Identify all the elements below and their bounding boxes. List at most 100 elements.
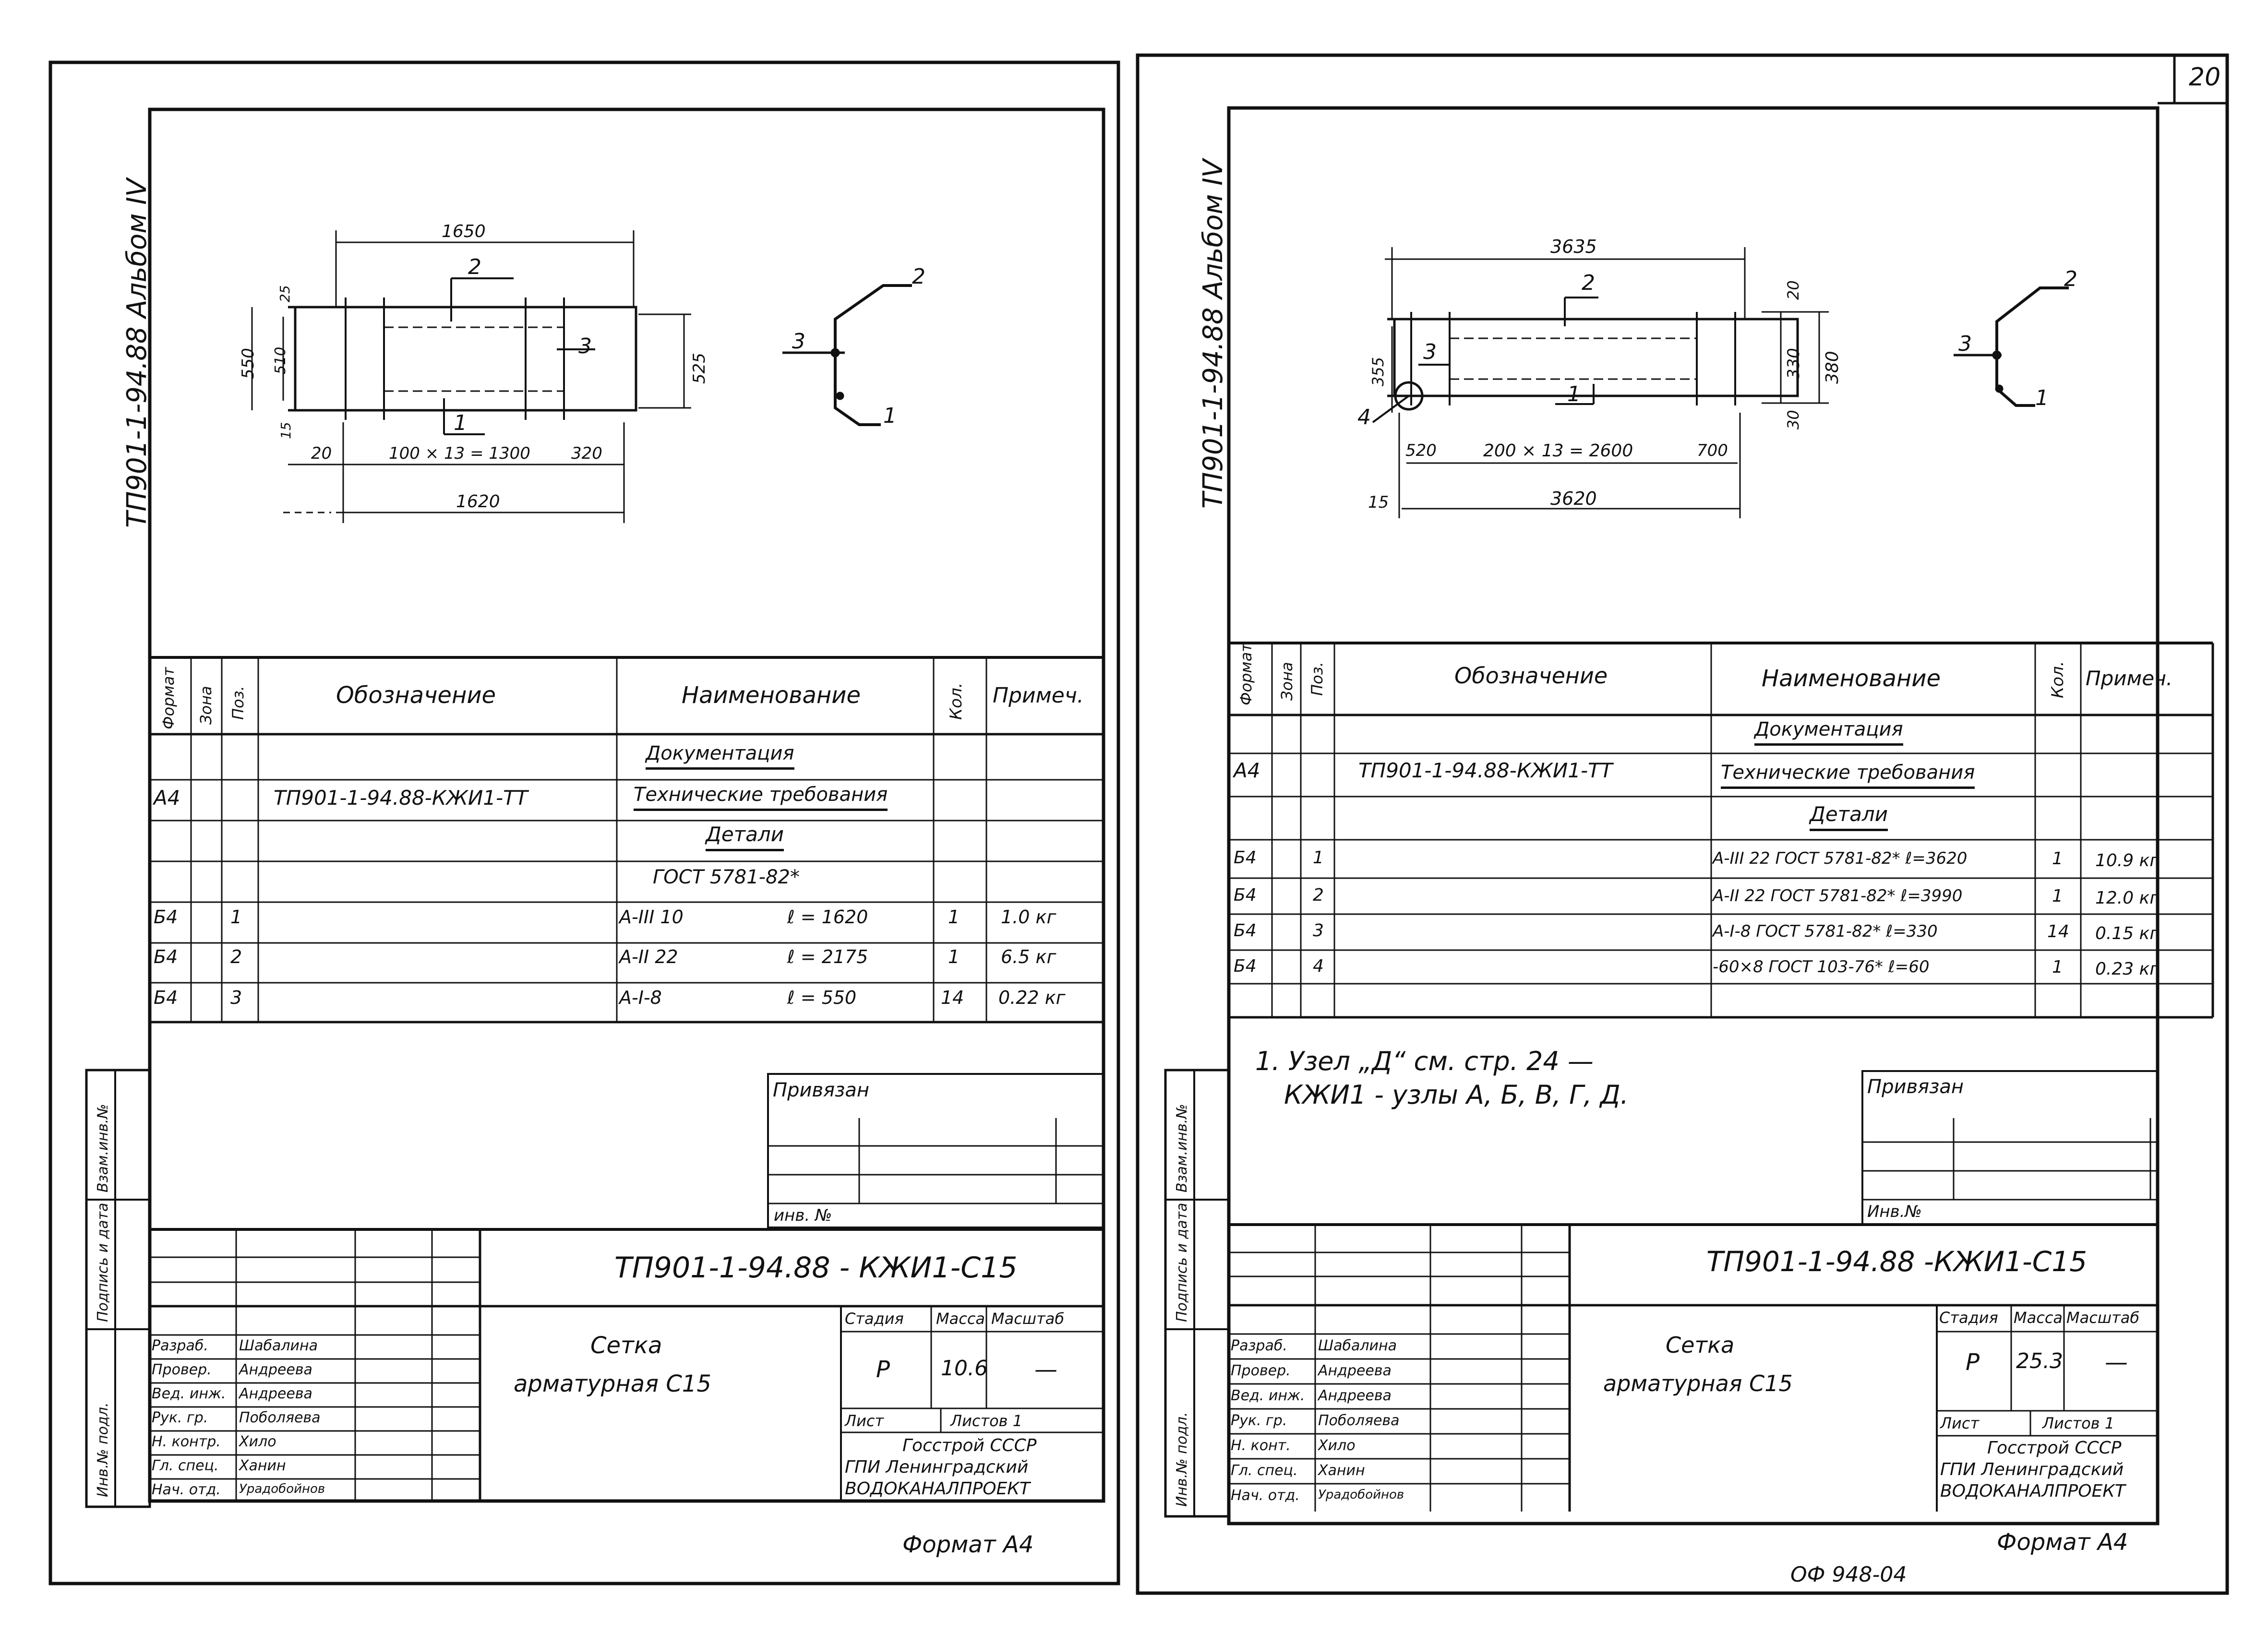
dim-top: 3635 [1550, 236, 1597, 257]
album-code: ТП901-1-94.88 Альбом IV [121, 178, 153, 528]
dim-bottom: 3620 [1550, 488, 1597, 509]
spec-row-1-note: 1.0 кг [1001, 906, 1056, 928]
title-scale-header: Масштаб [991, 1310, 1065, 1328]
callout-4: 4 [1357, 405, 1371, 429]
spec-doc-format: А4 [1234, 759, 1260, 782]
right-section-view [1954, 286, 2069, 407]
spec-doc-name: Технические требования [1721, 762, 1975, 789]
name-5: Хило [239, 1433, 276, 1450]
left-mesh-drawing [251, 230, 691, 523]
left-sheet-lines [48, 60, 1120, 1585]
spec-row-4-name: -60×8 ГОСТ 103-76* ℓ=60 [1713, 957, 1930, 977]
dim-spacing: 200 × 13 = 2600 [1483, 441, 1633, 461]
section-callout-1: 1 [2035, 386, 2049, 410]
role-1: Разраб. [1231, 1337, 1287, 1354]
name-4: Поболяева [1318, 1412, 1400, 1429]
spec-row-2-name: А-II 22 [619, 946, 678, 967]
spec-row-2-qty: 1 [948, 946, 960, 967]
title-org-2: ГПИ Ленинградский [845, 1457, 1029, 1477]
spec-header-note: Примеч. [2086, 667, 2173, 690]
privyazan-label: Привязан [1867, 1076, 1964, 1098]
spec-row-4-format: Б4 [1234, 956, 1257, 976]
role-6: Гл. спец. [1231, 1462, 1298, 1479]
title-scale: — [1034, 1356, 1057, 1383]
dim-height-total: 550 [239, 348, 258, 379]
section-callout-3: 3 [792, 329, 805, 354]
title-org-1: Госстрой СССР [1987, 1438, 2122, 1458]
name-3: Андреева [1318, 1387, 1392, 1404]
dim-top-20: 20 [1784, 280, 1802, 300]
spec-header-format: Формат [159, 667, 178, 729]
note-line-2: КЖИ1 - узлы А, Б, В, Г, Д. [1284, 1080, 1629, 1110]
spec-row-1-note: 10.9 кг [2095, 851, 2159, 870]
title-scale-header: Масштаб [2066, 1309, 2140, 1327]
spec-header-qty: Кол. [2048, 661, 2067, 698]
album-code: ТП901-1-94.88 Альбом IV [1198, 159, 1229, 509]
role-3: Вед. инж. [152, 1385, 226, 1402]
spec-row-1-format: Б4 [1234, 848, 1257, 868]
name-7: Урадобойнов [1318, 1488, 1404, 1502]
spec-row-1-qty: 1 [948, 906, 960, 928]
title-sheets: Листов 1 [950, 1412, 1023, 1430]
title-sheet: Лист [845, 1412, 884, 1430]
spec-row-3-note: 0.15 кг [2095, 924, 2159, 943]
title-stage: Р [1966, 1349, 1980, 1376]
spec-row-2-name: А-II 22 ГОСТ 5781-82* ℓ=3990 [1713, 886, 1963, 905]
section-callout-2: 2 [2064, 267, 2077, 291]
inv-no-label: Инв.№ [1867, 1202, 1922, 1221]
role-7: Нач. отд. [152, 1481, 221, 1498]
spec-row-3-name: А-I-8 [619, 987, 662, 1008]
role-5: Н. конт. [1231, 1437, 1291, 1454]
spec-header-pos: Поз. [1308, 662, 1326, 696]
side-label-signature-date: Подпись и дата [95, 1203, 111, 1322]
dim-top-25: 25 [277, 285, 293, 302]
callout-3: 3 [1423, 340, 1437, 364]
title-name-line-1: Сетка [590, 1332, 662, 1359]
side-label-vzam-inv: Взам.инв.№ [1174, 1104, 1190, 1192]
spec-row-1-qty: 1 [2052, 849, 2063, 869]
archive-stamp: ОФ 948-04 [1790, 1562, 1907, 1587]
spec-row-2-qty: 1 [2052, 886, 2063, 906]
spec-row-2-format: Б4 [154, 946, 178, 967]
spec-row-3-format: Б4 [1234, 921, 1257, 941]
spec-row-4-qty: 1 [2052, 957, 2063, 977]
format-label: Формат А4 [902, 1531, 1034, 1558]
name-5: Хило [1318, 1437, 1356, 1454]
spec-details: Детали [706, 822, 784, 851]
dim-bottom-30: 30 [1784, 410, 1802, 429]
title-org-1: Госстрой СССР [902, 1436, 1037, 1455]
spec-row-1-name: А-III 10 [619, 906, 684, 928]
name-6: Ханин [1318, 1462, 1365, 1479]
title-mass: 10.6 [941, 1356, 988, 1381]
left-sheet: ТП901-1-94.88 Альбом IV 1650 1620 100 × … [48, 60, 1120, 1585]
role-4: Рук. гр. [1231, 1412, 1287, 1429]
spec-doc-format: А4 [154, 786, 180, 810]
spec-row-2-note: 6.5 кг [1001, 946, 1056, 967]
dim-bottom: 1620 [456, 492, 500, 512]
spec-row-2-length: ℓ = 2175 [787, 946, 868, 967]
name-2: Андреева [239, 1361, 312, 1378]
name-1: Шабалина [1318, 1337, 1397, 1354]
right-mesh-drawing [1372, 247, 1829, 518]
spec-row-1-length: ℓ = 1620 [787, 906, 868, 928]
name-3: Андреева [239, 1385, 312, 1402]
title-code: ТП901-1-94.88 - КЖИ1-С15 [614, 1251, 1018, 1285]
section-callout-3: 3 [1958, 332, 1972, 356]
role-4: Рук. гр. [152, 1409, 208, 1426]
role-2: Провер. [1231, 1362, 1291, 1379]
title-org-3: ВОДОКАНАЛПРОЕКТ [845, 1479, 1030, 1499]
side-label-inv-podl: Инв.№ подл. [1174, 1412, 1190, 1507]
role-1: Разраб. [152, 1337, 208, 1354]
spec-row-3-note: 0.22 кг [998, 987, 1066, 1008]
spec-row-2-pos: 2 [1313, 885, 1324, 905]
spec-header-name: Наименование [1762, 665, 1941, 692]
left-section-view [782, 284, 912, 426]
spec-row-3-format: Б4 [154, 987, 178, 1008]
page-number: 20 [2189, 63, 2221, 92]
callout-1: 1 [1567, 382, 1581, 406]
title-org-3: ВОДОКАНАЛПРОЕКТ [1940, 1481, 2125, 1501]
callout-3: 3 [578, 334, 592, 358]
section-callout-1: 1 [883, 404, 897, 428]
dim-left-offset: 520 [1405, 441, 1437, 460]
spec-row-2-note: 12.0 кг [2095, 888, 2159, 908]
